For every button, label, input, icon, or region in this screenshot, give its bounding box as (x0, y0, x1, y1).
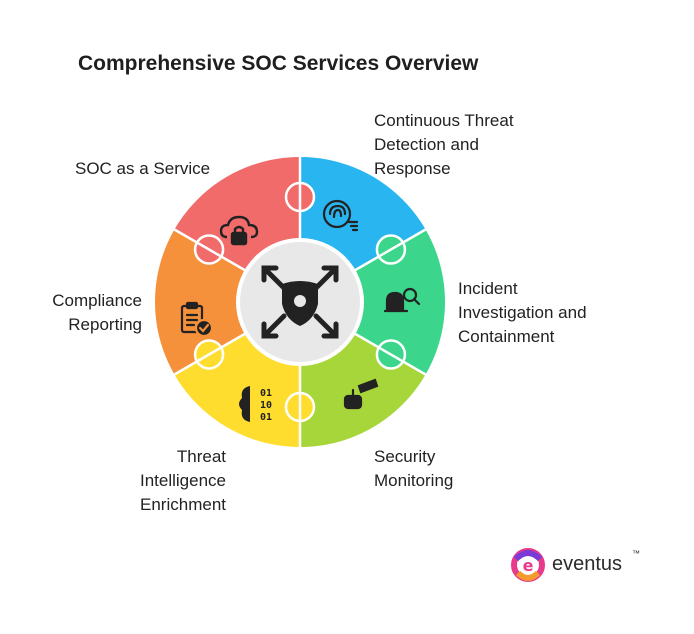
binary-brain-icon: 01 10 01 (239, 386, 272, 423)
shield-network-icon (261, 265, 339, 339)
segment-compliance-reporting (154, 229, 300, 375)
divider-line (353, 227, 428, 273)
label-security-monitoring: Security Monitoring (374, 445, 453, 493)
svg-text:e: e (523, 556, 534, 575)
divider-lines-layer (153, 155, 447, 449)
label-line: Detection and (374, 135, 479, 154)
wheel-outline (153, 155, 447, 449)
label-line: Compliance (52, 291, 142, 310)
svg-text:01: 01 (260, 388, 272, 399)
label-line: Monitoring (374, 471, 454, 490)
label-line: Continuous Threat (374, 111, 514, 130)
divider-line (172, 331, 247, 377)
svg-text:01: 01 (260, 412, 272, 423)
label-line: Response (374, 159, 451, 178)
clipboard-check-icon (180, 301, 214, 338)
segment-incident-investigation (300, 229, 446, 375)
cctv-camera-icon (343, 378, 379, 410)
label-line: Containment (458, 327, 555, 346)
investigator-search-icon (383, 287, 421, 313)
label-compliance-reporting: Compliance Reporting (52, 289, 142, 337)
logo-wordmark: eventus (552, 553, 623, 575)
label-continuous-threat-detection: Continuous Threat Detection and Response (374, 109, 514, 181)
label-line: Intelligence (139, 471, 226, 490)
cloud-lock-icon (219, 215, 259, 246)
eventus-logo: e eventus ™ (508, 545, 648, 585)
label-soc-as-a-service: SOC as a Service (75, 157, 210, 181)
fingerprint-scan-icon (322, 199, 359, 232)
label-line: Reporting (68, 315, 142, 334)
svg-text:10: 10 (260, 400, 272, 411)
label-line: Incident (458, 279, 518, 298)
divider-line (353, 331, 428, 377)
label-threat-intelligence: Threat Intelligence Enrichment (140, 445, 226, 517)
page-title: Comprehensive SOC Services Overview (78, 52, 479, 75)
label-line: Threat (176, 447, 226, 466)
label-line: Enrichment (140, 495, 226, 514)
logo-trademark: ™ (632, 549, 640, 558)
eventus-logo-mark: e (511, 548, 545, 582)
label-line: Investigation and (458, 303, 587, 322)
label-incident-investigation: Incident Investigation and Containment (458, 277, 587, 349)
divider-line (172, 227, 247, 273)
label-line: Security (374, 447, 436, 466)
label-line: SOC as a Service (75, 159, 211, 178)
